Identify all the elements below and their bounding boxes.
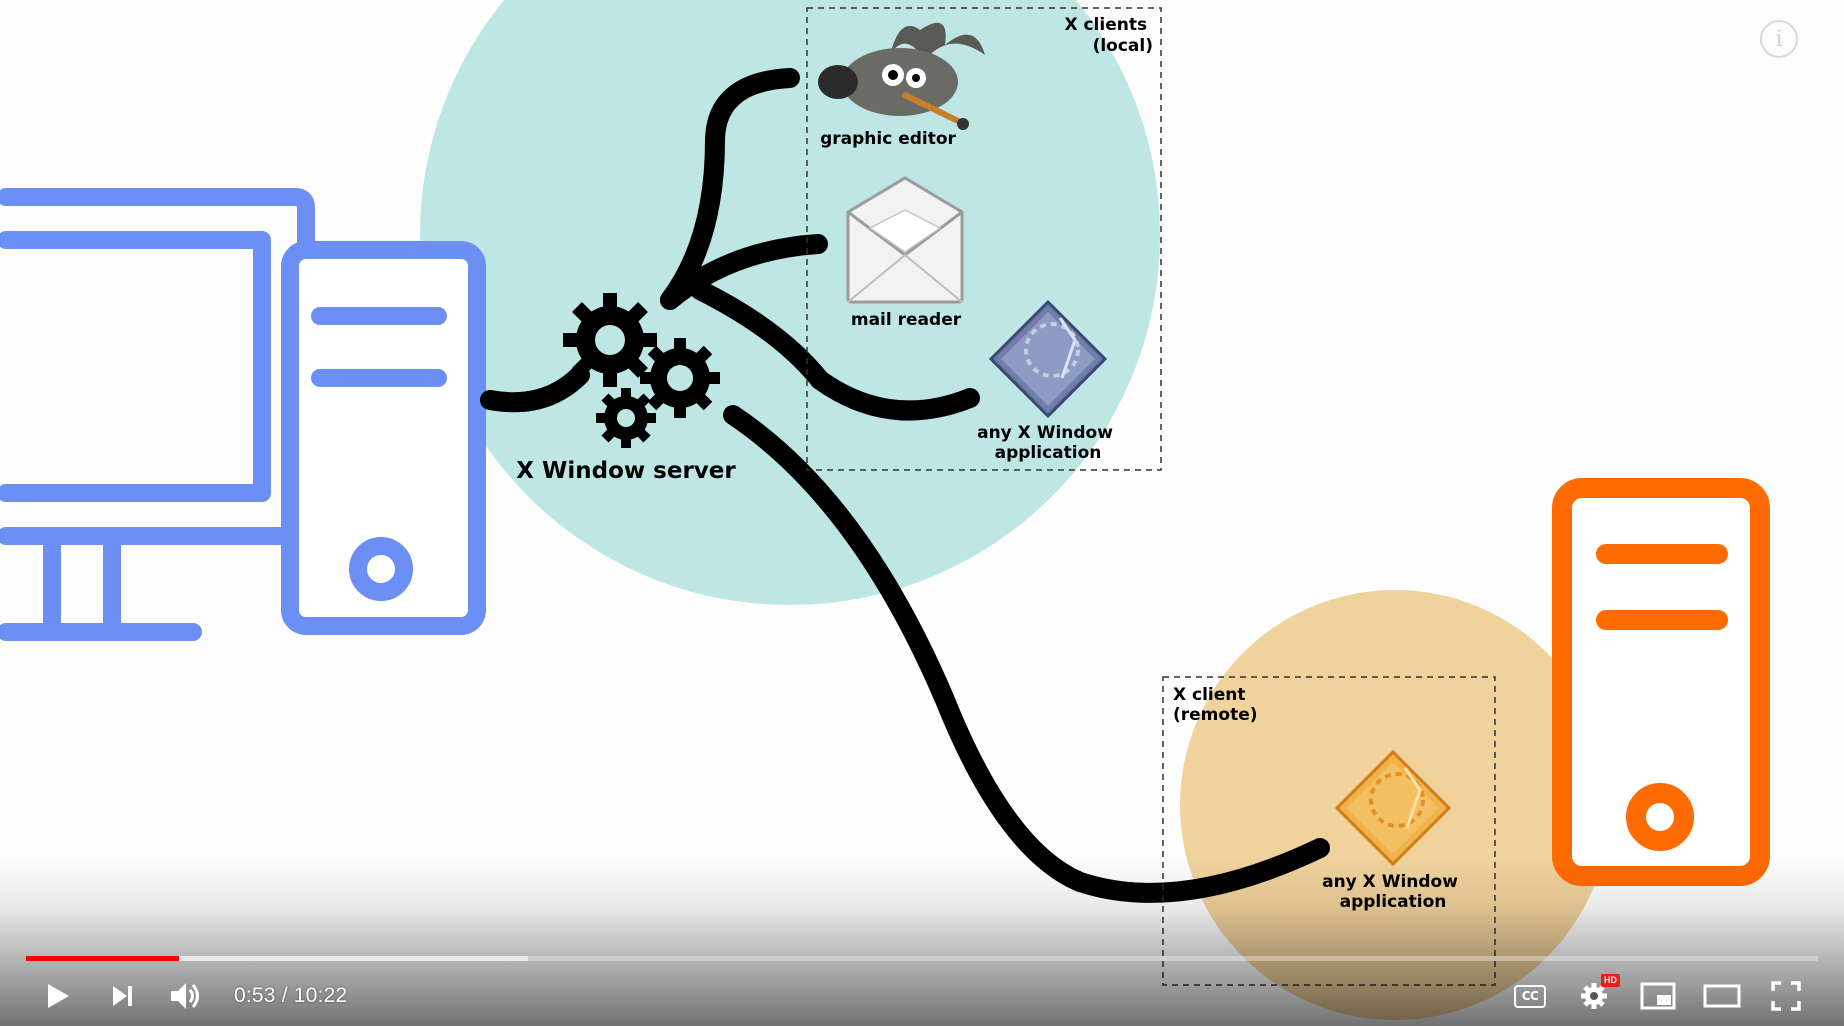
local-group-label-line-2: (local)	[1093, 36, 1153, 56]
miniplayer-icon	[1640, 982, 1676, 1010]
miniplayer-button[interactable]	[1626, 966, 1690, 1026]
play-button[interactable]	[26, 966, 90, 1026]
remote-group-label-line-2: (remote)	[1173, 705, 1258, 725]
remote-server-icon	[1552, 478, 1770, 886]
gear-icon	[1581, 983, 1607, 1009]
next-button[interactable]	[90, 966, 154, 1026]
local-clients-group	[806, 7, 1162, 471]
graphic-editor-icon	[818, 22, 985, 130]
remote-x-app-label: any X Window application	[1322, 872, 1464, 912]
x-window-server-gears-icon	[563, 293, 720, 448]
volume-button[interactable]	[154, 966, 218, 1026]
remote-group-label-line-1: X client	[1173, 685, 1246, 705]
local-x-app-label-line-1: any X Window	[977, 423, 1113, 443]
mail-reader-icon	[846, 176, 964, 304]
info-glyph: i	[1775, 26, 1783, 52]
player-controls: 0:53 / 10:22 CC HD	[0, 966, 1844, 1026]
buffered-bar	[26, 956, 528, 961]
info-icon[interactable]: i	[1760, 20, 1798, 58]
theater-mode-button[interactable]	[1690, 966, 1754, 1026]
played-bar	[26, 956, 179, 961]
next-icon	[113, 986, 132, 1006]
cc-icon: CC	[1514, 984, 1546, 1008]
fullscreen-button[interactable]	[1754, 966, 1818, 1026]
x-window-app-icon	[988, 299, 1108, 419]
mail-reader-label: mail reader	[851, 310, 962, 330]
server-label: X Window server	[516, 458, 736, 484]
play-icon	[48, 984, 69, 1008]
remote-x-app-label-line-2: application	[1340, 892, 1447, 912]
remote-group-label: X client (remote)	[1173, 685, 1258, 725]
graphic-editor-label: graphic editor	[820, 129, 956, 149]
local-group-label: X clients (local)	[1064, 15, 1153, 56]
hd-badge: HD	[1601, 974, 1620, 987]
local-computer-icon	[0, 188, 486, 641]
theater-icon	[1703, 984, 1741, 1008]
fullscreen-icon	[1771, 981, 1801, 1011]
local-x-app-label: any X Window application	[977, 423, 1119, 463]
settings-button[interactable]: HD	[1562, 966, 1626, 1026]
volume-icon	[171, 983, 199, 1009]
subtitles-button[interactable]: CC	[1498, 966, 1562, 1026]
local-x-app-label-line-2: application	[995, 443, 1102, 463]
progress-bar[interactable]	[26, 956, 1818, 961]
remote-x-app-label-line-1: any X Window	[1322, 872, 1458, 892]
local-group-label-line-1: X clients	[1064, 15, 1147, 35]
time-display: 0:53 / 10:22	[234, 984, 348, 1007]
local-circle	[420, 0, 1160, 605]
